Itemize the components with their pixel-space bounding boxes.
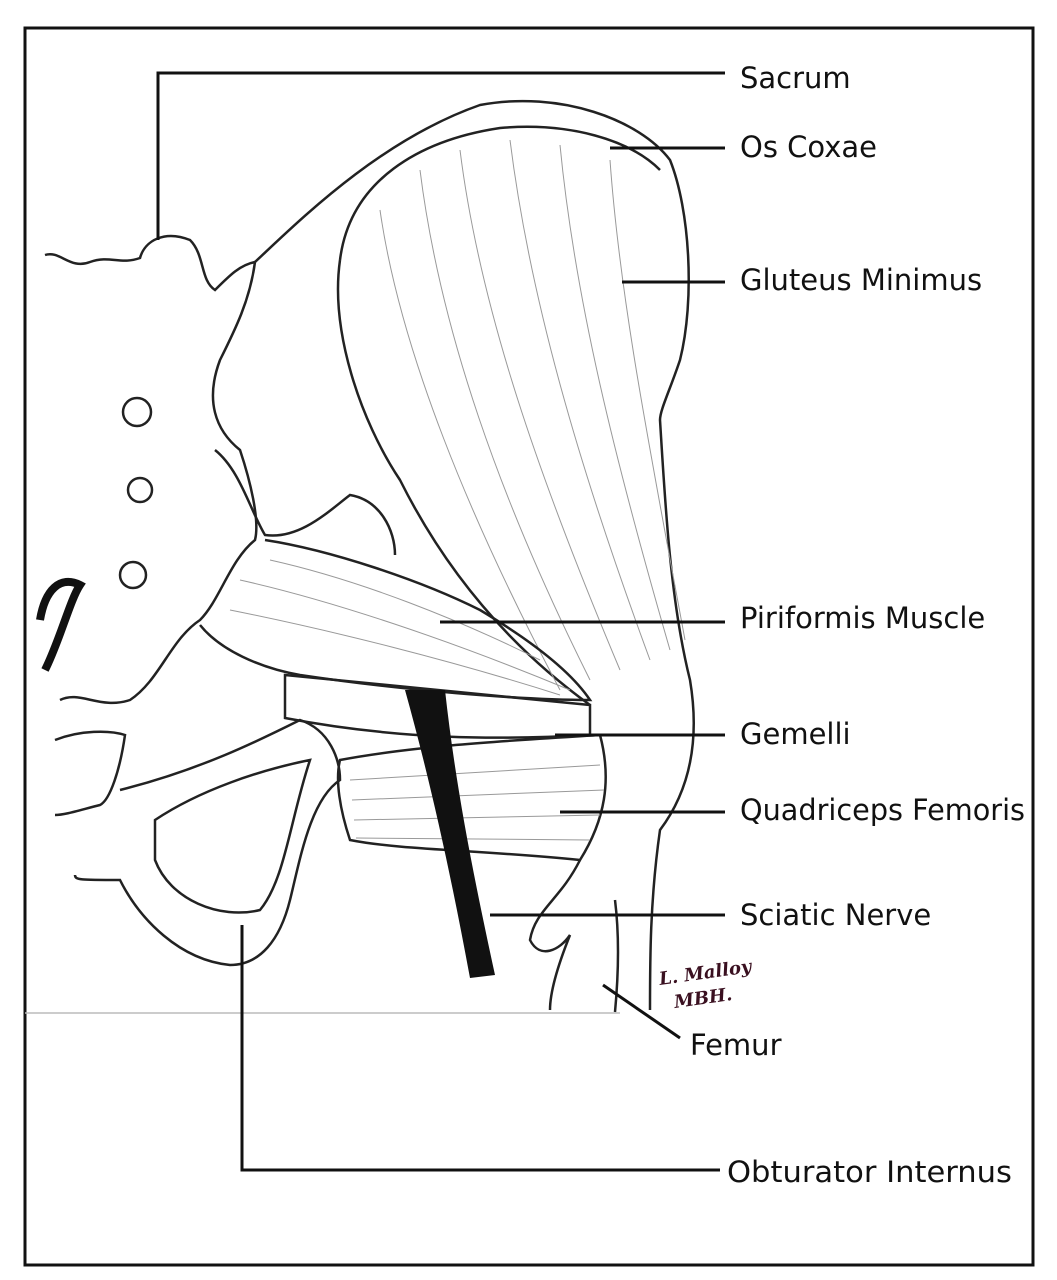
femur-drawing <box>528 859 620 1013</box>
label-obturator-internus: Obturator Internus <box>727 1155 1012 1189</box>
label-sacrum: Sacrum <box>740 61 851 95</box>
sacral-hiatus <box>36 577 86 672</box>
label-os-coxae: Os Coxae <box>740 130 877 164</box>
signature-credentials: MBH. <box>672 984 734 1013</box>
pubis-drawing <box>54 730 127 817</box>
femur-leader <box>602 983 681 1040</box>
sacral-foramen <box>126 476 154 504</box>
greater-sciatic-notch <box>214 449 397 556</box>
sacrum-drawing <box>44 234 258 705</box>
label-gemelli: Gemelli <box>740 717 851 751</box>
sacral-foramen <box>121 396 153 428</box>
iliac-crest-inner <box>338 125 661 261</box>
piriformis-fibers <box>229 559 571 696</box>
ischium-drawing <box>73 718 342 967</box>
label-femur: Femur <box>690 1028 782 1062</box>
gluteus-minimus-drawing <box>336 259 591 707</box>
label-sciatic-nerve: Sciatic Nerve <box>740 898 931 932</box>
label-quadriceps: Quadriceps Femoris <box>740 793 1025 827</box>
signature: L. Malloy <box>657 956 754 990</box>
label-piriformis: Piriformis Muscle <box>740 601 985 635</box>
quadriceps-drawing <box>336 733 607 862</box>
piriformis-drawing <box>199 538 593 702</box>
obturator-drawing <box>153 758 312 914</box>
sacral-foramen <box>118 560 148 590</box>
sacrum-leader <box>156 71 725 240</box>
leader-lines <box>156 71 725 1172</box>
frame-border <box>23 26 1035 1267</box>
gluteus-fibers <box>379 139 686 691</box>
illustration <box>36 99 695 1013</box>
obturator-leader <box>240 925 720 1172</box>
label-gluteus-minimus: Gluteus Minimus <box>740 263 982 297</box>
quadriceps-fibers <box>349 764 605 841</box>
sciatic-nerve-drawing <box>405 690 495 978</box>
